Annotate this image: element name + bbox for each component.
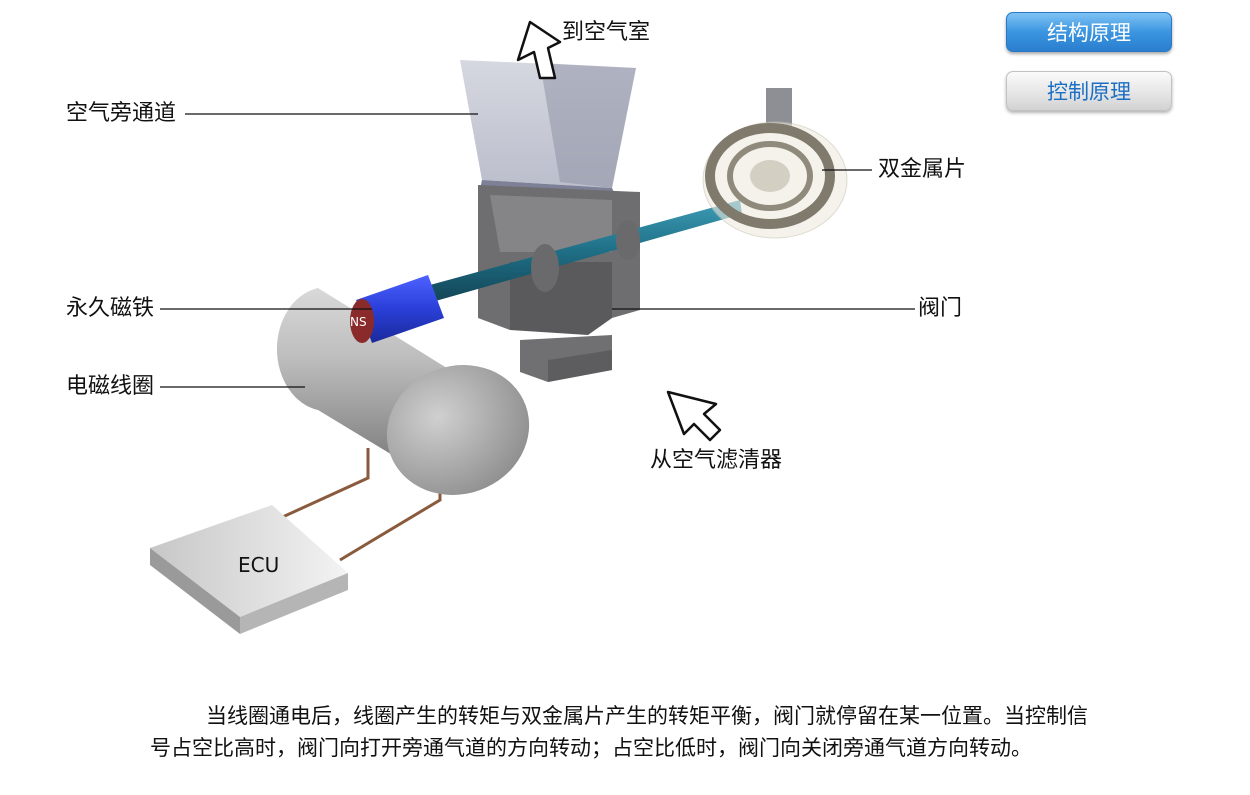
label-air-bypass: 空气旁通道 (66, 101, 177, 126)
air-bypass-funnel (460, 60, 636, 205)
arrow-from-air-filter-icon (666, 390, 722, 442)
label-valve: 阀门 (918, 296, 963, 321)
label-bimetal: 双金属片 (878, 157, 967, 182)
solenoid-coil (276, 288, 530, 495)
structure-principle-button[interactable]: 结构原理 (1006, 12, 1172, 52)
label-to-air-chamber: 到空气室 (562, 20, 651, 45)
label-ecu: ECU (238, 553, 280, 577)
label-from-air-filter: 从空气滤清器 (650, 448, 783, 473)
bimetal-coil (702, 88, 848, 239)
magnet-pole-label: NS (350, 315, 367, 329)
valve-shaft (430, 200, 742, 302)
valve-body (478, 185, 640, 382)
leader-lines (160, 113, 915, 388)
ecu-box (150, 505, 348, 634)
control-principle-button[interactable]: 控制原理 (1006, 71, 1172, 111)
permanent-magnet: NS (350, 275, 444, 343)
label-permanent-magnet: 永久磁铁 (66, 296, 155, 321)
rotary-valve-diagram: NS (150, 20, 915, 634)
label-coil: 电磁线圈 (66, 374, 155, 399)
arrow-to-air-chamber-icon (516, 20, 562, 80)
description-text: 当线圈通电后，线圈产生的转矩与双金属片产生的转矩平衡，阀门就停留在某一位置。当控… (150, 704, 1088, 760)
